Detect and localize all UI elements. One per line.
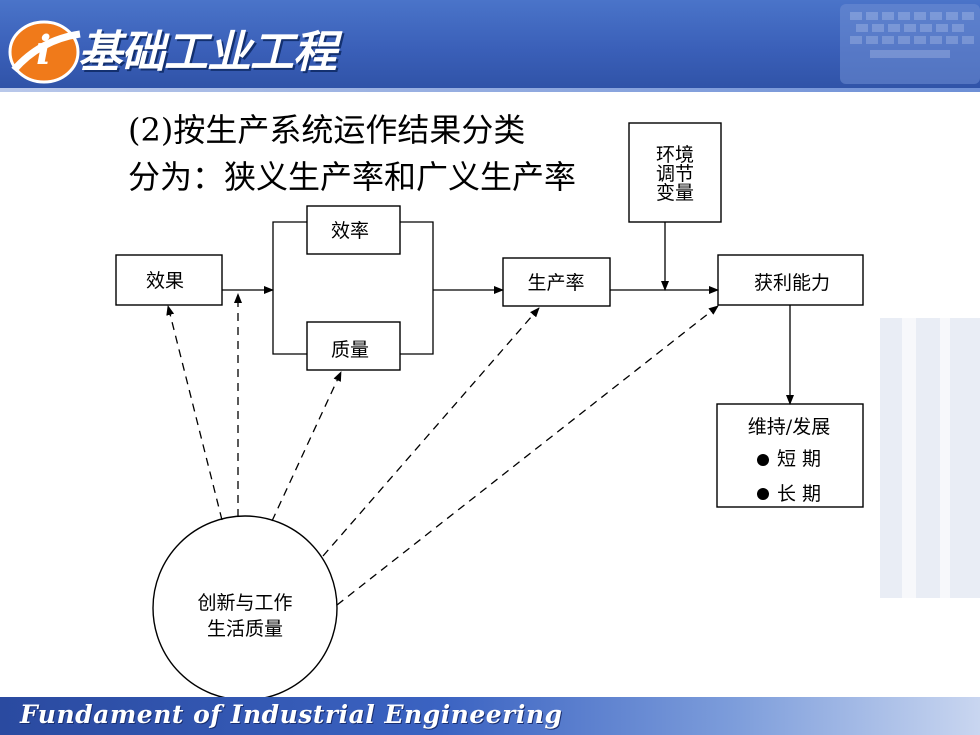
innovation-label-1: 创新与工作 xyxy=(197,592,292,614)
innovation-label-2: 生活质量 xyxy=(207,618,283,640)
bullet-icon xyxy=(757,454,769,466)
productivity-box xyxy=(502,257,611,307)
footer-banner: Fundament of Industrial Engineering xyxy=(0,697,980,735)
header-decor: i xyxy=(8,4,980,84)
productivity-label: 生产率 xyxy=(527,272,584,294)
env-box xyxy=(628,122,722,223)
env-label-3: 变量 xyxy=(656,182,694,204)
bullet-icon xyxy=(757,488,769,500)
sustain-item-long: 长 期 xyxy=(777,483,821,505)
left-bracket xyxy=(272,221,307,355)
footer-text: Fundament of Industrial Engineering xyxy=(20,700,563,729)
sustain-title: 维持/发展 xyxy=(748,416,830,438)
logo-icon: i xyxy=(8,20,81,84)
quality-box xyxy=(306,321,401,371)
header-banner: i 基础工业工程 xyxy=(0,0,980,92)
efficiency-label: 效率 xyxy=(331,220,369,242)
sustain-item-short: 短 期 xyxy=(777,448,821,470)
env-label-1: 环境 xyxy=(656,144,694,166)
header-divider xyxy=(0,88,980,92)
quality-label: 质量 xyxy=(331,339,369,361)
profitability-label: 获利能力 xyxy=(754,272,830,294)
slide-title: (2)按生产系统运作结果分类 xyxy=(128,111,526,149)
effect-label: 效果 xyxy=(146,270,184,292)
dashed-arrow-profitability xyxy=(336,305,719,606)
effect-box xyxy=(115,254,223,306)
slide-subtitle: 分为：狭义生产率和广义生产率 xyxy=(128,158,577,196)
keyboard-decor xyxy=(840,4,980,84)
dashed-arrow-quality xyxy=(271,371,342,522)
logo-letter: i xyxy=(36,27,51,74)
profitability-box xyxy=(717,254,864,306)
env-label-2: 调节 xyxy=(656,163,694,185)
right-bracket xyxy=(400,221,434,355)
brand-title: 基础工业工程 xyxy=(78,27,337,78)
dashed-arrow-effect-1 xyxy=(166,305,223,521)
sustain-box xyxy=(716,403,864,508)
efficiency-box xyxy=(306,205,401,255)
